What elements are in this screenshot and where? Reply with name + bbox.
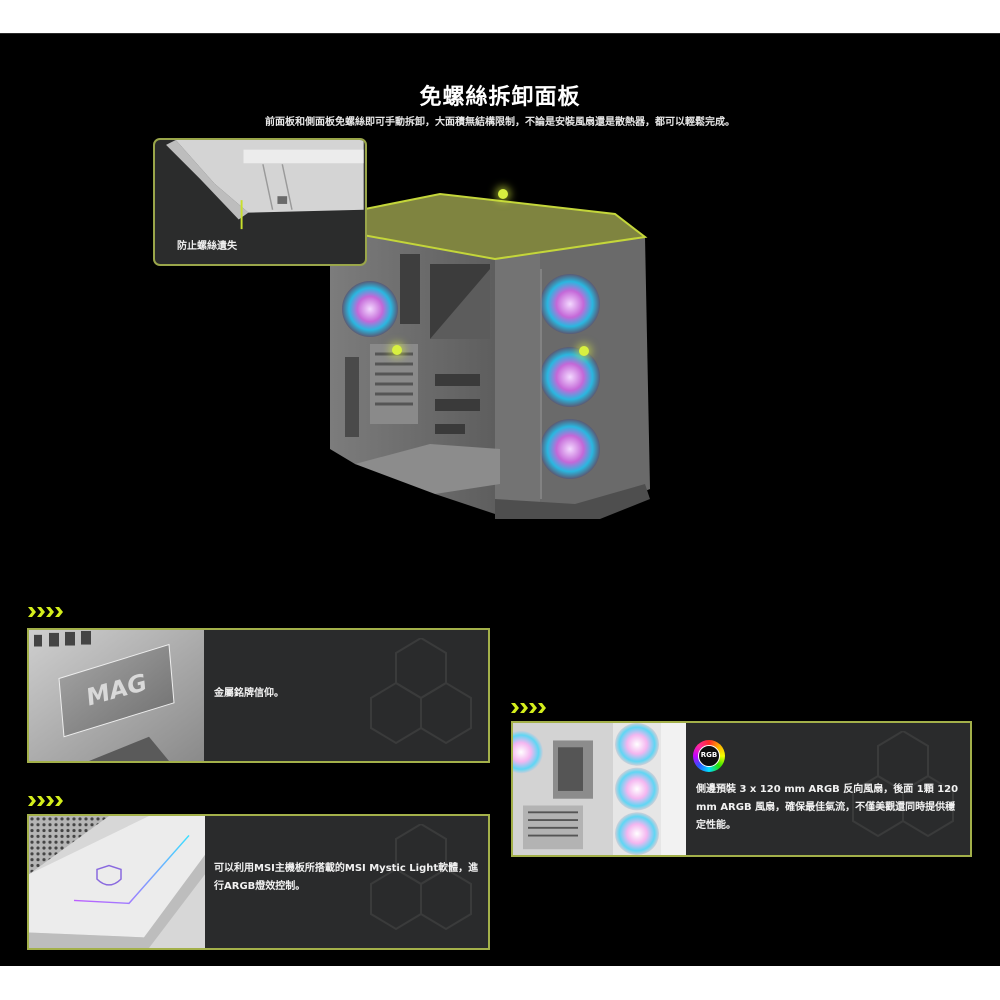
pc-case-image (327, 192, 650, 519)
section-subtitle: 前面板和側面板免螺絲即可手動拆卸，大面積無結構限制，不論是安裝風扇還是散熱器，都… (265, 117, 735, 128)
feature-text: 側邊預裝 3 x 120 mm ARGB 反向風扇，後面 1顆 120 mm A… (696, 784, 959, 831)
hex-pattern-decoration (370, 824, 472, 931)
front-panel-hotspot[interactable] (579, 346, 589, 356)
hex-pattern-decoration (852, 731, 954, 838)
pc-case-illustration (325, 159, 655, 519)
argb-fans-image (513, 723, 686, 855)
chevron-arrows-icon (28, 796, 64, 810)
feature-text: 金屬銘牌信仰。 (214, 688, 284, 699)
hex-pattern-decoration (370, 638, 472, 745)
feature-text: 可以利用MSI主機板所搭載的MSI Mystic Light軟體，進行ARGB燈… (214, 863, 479, 892)
feature-section: 免螺絲拆卸面板 前面板和側面板免螺絲即可手動拆卸，大面積無結構限制，不論是安裝風… (0, 33, 1000, 966)
feature-card-nameplate: MAG 金屬銘牌信仰。 (27, 628, 490, 763)
msi-logo-argb-image (29, 816, 205, 948)
callout-label: 防止螺絲遺失 (177, 241, 237, 252)
chevron-arrows-icon (28, 607, 64, 621)
feature-card-argb-fans: RGB 側邊預裝 3 x 120 mm ARGB 反向風扇，後面 1顆 120 … (511, 721, 972, 857)
rgb-icon: RGB (693, 740, 725, 772)
chevron-arrows-icon (511, 703, 547, 717)
mag-nameplate-image: MAG (29, 630, 204, 761)
top-panel-hotspot[interactable] (498, 189, 508, 199)
feature-card-mystic-light: 可以利用MSI主機板所搭載的MSI Mystic Light軟體，進行ARGB燈… (27, 814, 490, 950)
panel-screw-closeup-image (166, 140, 364, 230)
screw-retention-callout: 防止螺絲遺失 (153, 138, 367, 266)
section-title: 免螺絲拆卸面板 (419, 85, 581, 110)
side-panel-hotspot[interactable] (392, 345, 402, 355)
